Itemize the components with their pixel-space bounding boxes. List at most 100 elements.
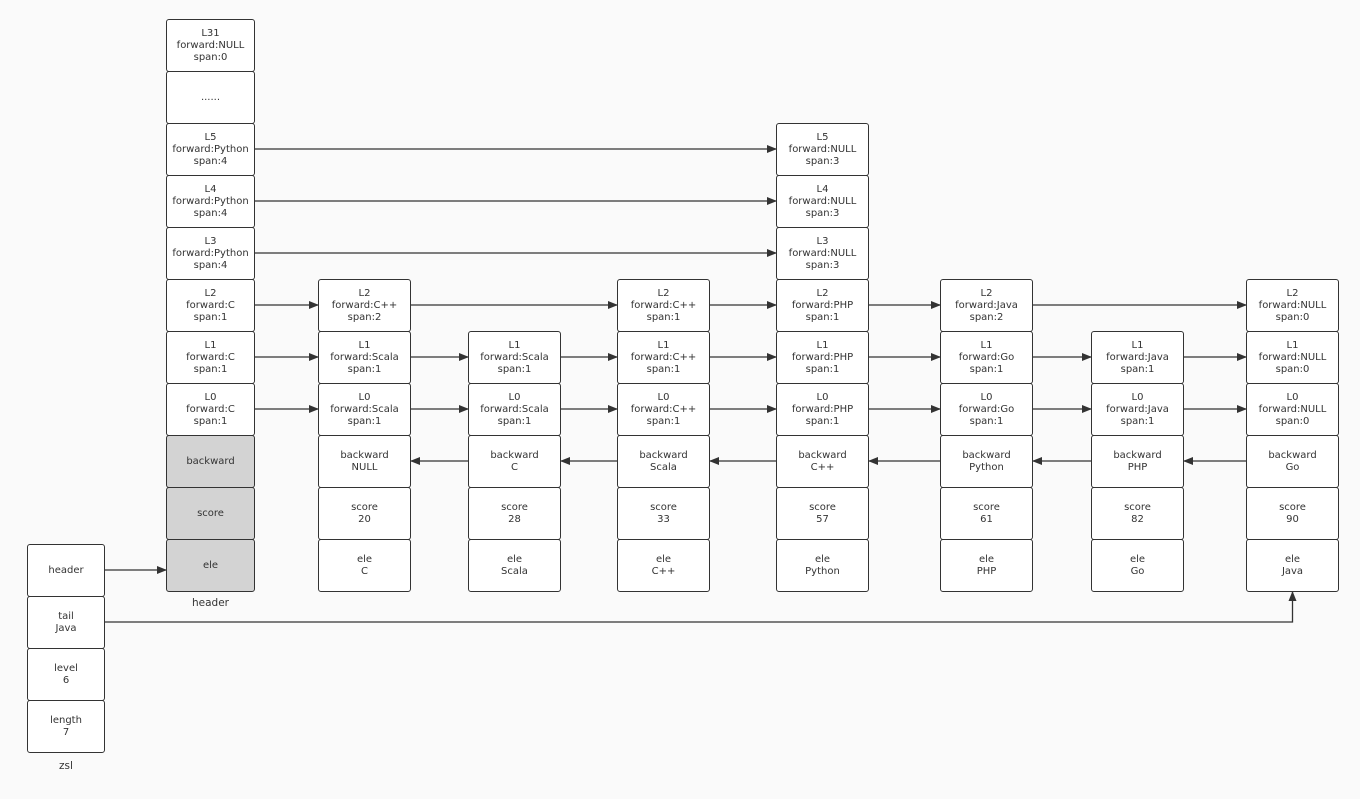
node-1-ele-line-1: Scala <box>501 565 528 577</box>
node-6-level-1-line-0: L1 <box>1286 339 1299 351</box>
node-1-ele-line-0: ele <box>506 553 523 565</box>
node-4-level-0-line-0: L0 <box>980 391 993 403</box>
node-4-level-1-line-1: forward:Go <box>958 351 1015 363</box>
node-5-level-1-line-2: span:1 <box>1120 363 1155 375</box>
node-3-score-line-0: score <box>809 501 836 513</box>
node-2-backward-line-0: backward <box>639 449 688 461</box>
zsl-field-level-line-1: 6 <box>62 674 70 686</box>
node-3-level-1-line-2: span:1 <box>805 363 840 375</box>
zsl-caption: zsl <box>59 760 73 772</box>
node-0-score-line-0: score <box>351 501 378 513</box>
node-3-level-3-line-1: forward:NULL <box>788 247 857 259</box>
node-3-level-1-line-1: forward:PHP <box>791 351 854 363</box>
zsl-field-length-line-1: 7 <box>62 726 70 738</box>
node-2-level-2-line-1: forward:C++ <box>630 299 697 311</box>
node-0-score-line-1: 20 <box>358 513 371 525</box>
zsl-field-level-line-0: level <box>54 662 78 674</box>
node-3-score-line-1: 57 <box>816 513 829 525</box>
node-1-backward-line-1: C <box>511 461 518 473</box>
node-2-level-0-line-0: L0 <box>657 391 670 403</box>
header-level-5-line-0: L2 <box>204 287 217 299</box>
node-5-level-1-line-1: forward:Java <box>1106 351 1169 363</box>
node-6-level-0-line-1: forward:NULL <box>1258 403 1327 415</box>
node-3-level-2-line-2: span:1 <box>805 311 840 323</box>
node-1-level-0-line-1: forward:Scala <box>480 403 549 415</box>
node-0-backward-line-0: backward <box>340 449 389 461</box>
node-3-backward-line-0: backward <box>798 449 847 461</box>
node-4-level-2-line-1: forward:Java <box>955 299 1018 311</box>
header-field-backward-line-0: backward <box>186 455 235 467</box>
node-6-score-line-1: 90 <box>1286 513 1299 525</box>
node-4-level-0-line-1: forward:Go <box>958 403 1015 415</box>
header-level-7-line-2: span:1 <box>193 415 228 427</box>
node-2-level-1-line-0: L1 <box>657 339 670 351</box>
node-3-level-3-line-2: span:3 <box>805 259 840 271</box>
node-3-level-2-line-1: forward:PHP <box>791 299 854 311</box>
node-5-level-1-line-0: L1 <box>1131 339 1144 351</box>
node-6-backward-line-1: Go <box>1285 461 1300 473</box>
node-1-level-1-line-0: L1 <box>508 339 521 351</box>
zsl-tail-arrow <box>105 591 1297 623</box>
node-6-level-0-line-2: span:0 <box>1275 415 1310 427</box>
node-1-level-1-line-1: forward:Scala <box>480 351 549 363</box>
node-0-level-2-line-0: L2 <box>358 287 371 299</box>
node-3-level-1-line-0: L1 <box>816 339 829 351</box>
node-6-level-2-line-0: L2 <box>1286 287 1299 299</box>
node-5-ele-line-0: ele <box>1129 553 1146 565</box>
node-1-level-1-line-2: span:1 <box>497 363 532 375</box>
header-level-4-line-0: L3 <box>204 235 217 247</box>
header-field-ele: ele <box>166 539 255 592</box>
node-0-level-1-line-1: forward:Scala <box>330 351 399 363</box>
node-4-level-2-line-0: L2 <box>980 287 993 299</box>
node-1-score-line-1: 28 <box>508 513 521 525</box>
node-4-ele-line-1: PHP <box>976 565 997 577</box>
node-1-backward-line-0: backward <box>490 449 539 461</box>
header-level-3-line-0: L4 <box>204 183 217 195</box>
node-2-ele-line-0: ele <box>655 553 672 565</box>
node-1-level-0-line-0: L0 <box>508 391 521 403</box>
node-2-score-line-1: 33 <box>657 513 670 525</box>
node-2-level-2-line-2: span:1 <box>646 311 681 323</box>
node-6-level-2-line-2: span:0 <box>1275 311 1310 323</box>
header-level-6-line-2: span:1 <box>193 363 228 375</box>
node-1-level-0-line-2: span:1 <box>497 415 532 427</box>
node-6-level-2-line-1: forward:NULL <box>1258 299 1327 311</box>
node-0-backward-line-1: NULL <box>351 461 378 473</box>
node-0-level-0-line-0: L0 <box>358 391 371 403</box>
header-level-5-line-2: span:1 <box>193 311 228 323</box>
node-3-level-0-line-0: L0 <box>816 391 829 403</box>
header-field-backward: backward <box>166 435 255 488</box>
header-level-0-line-1: forward:NULL <box>176 39 245 51</box>
node-2-level-2-line-0: L2 <box>657 287 670 299</box>
node-3-ele-line-1: Python <box>805 565 840 577</box>
node-4-ele-line-0: ele <box>978 553 995 565</box>
header-level-7-line-1: forward:C <box>186 403 235 415</box>
zsl-field-tail-line-1: Java <box>55 622 77 634</box>
